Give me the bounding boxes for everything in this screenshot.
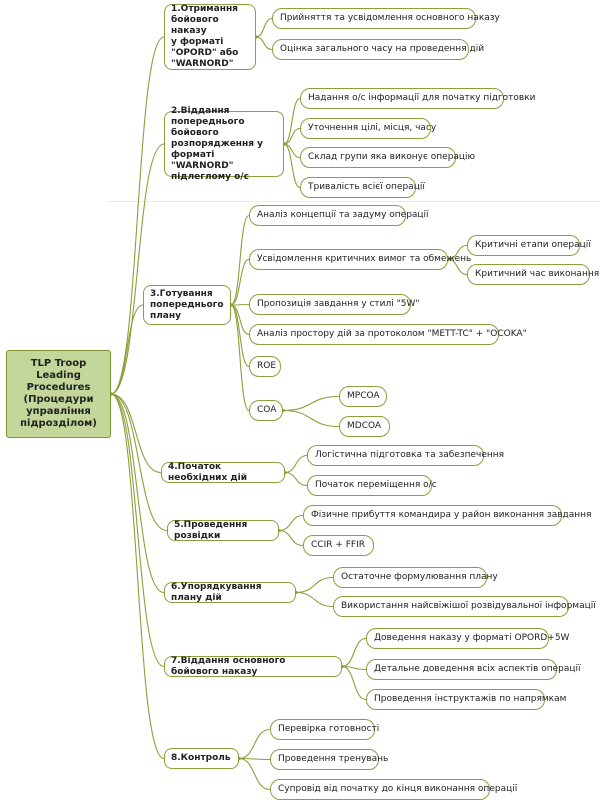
topic-node: Проведення тренувань	[270, 749, 388, 770]
topic-node: Склад групи яка виконує операцію	[300, 147, 475, 168]
connector-line	[230, 303, 250, 306]
connector-line	[255, 17, 273, 38]
subtopic-node: Критичні етапи операції	[467, 235, 591, 256]
step-node: 7.Віддання основного бойового наказу	[164, 656, 342, 677]
connector-line	[341, 665, 367, 701]
connector-line	[110, 393, 162, 474]
topic-node: Надання о/с інформації для початку підго…	[300, 88, 536, 109]
connector-line	[230, 214, 250, 306]
connector-line	[230, 304, 250, 368]
topic-node: Перевірка готовності	[270, 719, 379, 740]
step-node: 5.Проведення розвідки	[167, 520, 279, 541]
topic-node: Остаточне формулювання плану	[333, 567, 498, 588]
topic-node: Детальне доведення всіх аспектів операці…	[366, 659, 581, 680]
connector-line	[110, 393, 165, 594]
connector-line	[230, 304, 250, 412]
topic-node: Усвідомлення критичних вимог та обмежень	[249, 249, 471, 270]
step-node: 4.Початок необхідних дій	[161, 462, 285, 483]
topic-node: ROE	[249, 356, 281, 377]
step-node: 8.Контроль	[164, 748, 239, 769]
topic-node: Проведення інструктажів по напрямкам	[366, 689, 566, 710]
topic-node: Використання найсвіжішої розвідувальної …	[333, 596, 596, 617]
connector-line	[278, 514, 304, 532]
connector-line	[110, 143, 165, 395]
connector-line	[284, 454, 308, 474]
connector-line	[282, 409, 340, 428]
topic-node: Доведення наказу у форматі OPORD+5W	[366, 628, 569, 649]
subtopic-node: MPCOA	[339, 386, 387, 407]
connector-line	[110, 36, 165, 395]
root-node: TLP Troop Leading Procedures (Процедури …	[6, 350, 111, 438]
topic-node: Аналіз концепції та задуму операції	[249, 205, 429, 226]
connector-line	[295, 576, 334, 594]
connector-line	[110, 393, 165, 668]
topic-node: Прийняття та усвідомлення основного нака…	[272, 8, 500, 29]
connector-line	[110, 393, 168, 532]
connector-line	[283, 127, 301, 145]
connector-line	[283, 97, 301, 145]
connector-line	[284, 471, 308, 487]
connector-line	[255, 36, 273, 51]
topic-node: Пропозиція завдання у стилі "5W"	[249, 294, 420, 315]
topic-node: COA	[249, 400, 283, 421]
step-node: 6.Упорядкування плану дій	[164, 582, 296, 603]
connector-line	[110, 304, 144, 395]
topic-node: CCIR + FFIR	[303, 535, 374, 556]
connector-line	[238, 757, 271, 791]
step-node: 1.Отримання бойового наказу у форматі "O…	[164, 4, 256, 70]
topic-node: Аналіз простору дій за протоколом "METT-…	[249, 324, 527, 345]
topic-node: Уточнення цілі, місця, часу	[300, 118, 436, 139]
connector-line	[447, 244, 468, 261]
step-node: 2.Віддання попереднього бойового розпоря…	[164, 106, 284, 182]
page-divider	[108, 201, 600, 202]
topic-node: Оцінка загального часу на проведення дій	[272, 39, 484, 60]
subtopic-node: MDCOA	[339, 416, 390, 437]
step-node: 3.Готування попереднього плану	[143, 285, 231, 325]
topic-node: Початок переміщення о/с	[307, 475, 437, 496]
connector-line	[295, 591, 334, 608]
connector-line	[341, 637, 367, 668]
connector-line	[238, 728, 271, 760]
subtopic-node: Критичний час виконання	[467, 264, 599, 285]
topic-node: Логістична підготовка та забезпечення	[307, 445, 504, 466]
topic-node: Супровід від початку до кінця виконання …	[270, 779, 517, 800]
connector-line	[278, 529, 304, 547]
connector-line	[283, 143, 301, 189]
connector-line	[230, 258, 250, 306]
connector-line	[447, 258, 468, 276]
connector-line	[282, 395, 340, 412]
topic-node: Тривалість всієї операції	[300, 177, 425, 198]
topic-node: Фізичне прибуття командира у район викон…	[303, 505, 591, 526]
connector-line	[110, 393, 165, 760]
